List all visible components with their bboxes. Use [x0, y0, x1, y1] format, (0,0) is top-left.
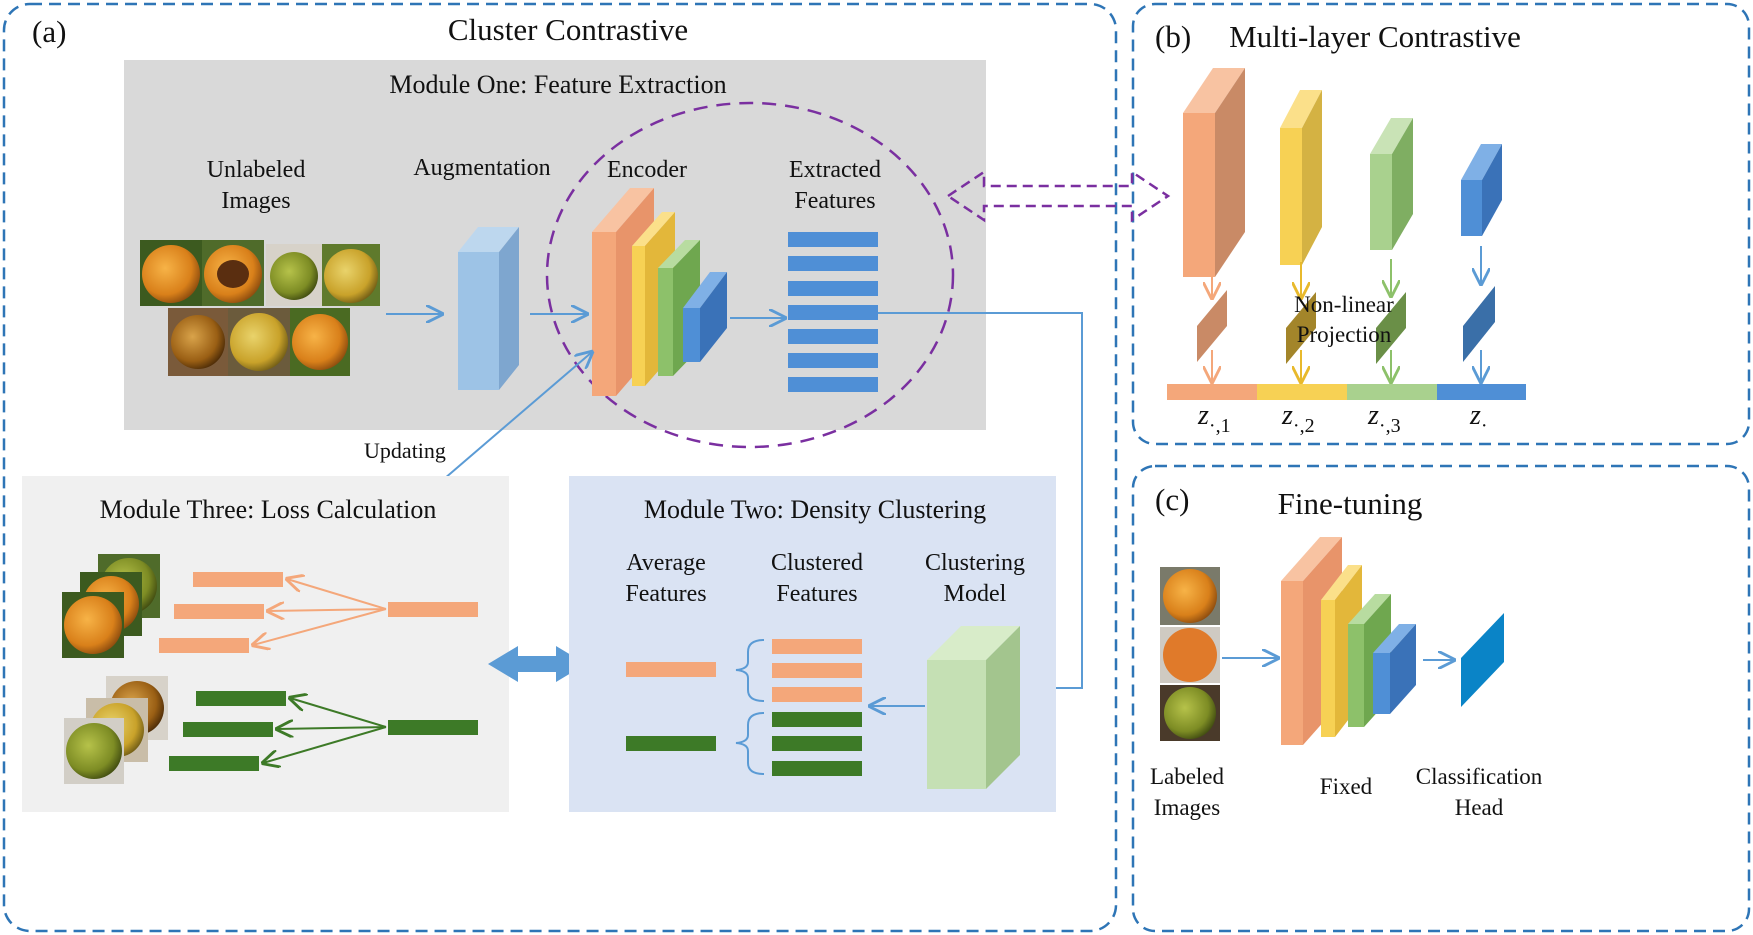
- layer-blue: [1461, 144, 1502, 236]
- z1-label: z·,1: [1197, 400, 1231, 437]
- panel-a-title: Cluster Contrastive: [448, 12, 688, 47]
- panel-a-frame: [2, 2, 1118, 933]
- panel-c-frame: [1131, 464, 1751, 933]
- module-one-title: Module One: Feature Extraction: [389, 70, 726, 99]
- encoder-block: [592, 188, 727, 396]
- average-features: [626, 662, 716, 751]
- panel-b-tag: (b): [1155, 19, 1191, 54]
- encoder-ellipse: [545, 101, 955, 449]
- classification-head-label-1: Classification: [1416, 764, 1543, 789]
- loss-green-group: [169, 691, 478, 771]
- module-two-title: Module Two: Density Clustering: [644, 495, 986, 524]
- loss-orange-group: [159, 572, 478, 653]
- z3-label: z·,3: [1367, 400, 1401, 437]
- z4-label: z·: [1469, 400, 1488, 437]
- fixed-label: Fixed: [1320, 774, 1373, 799]
- unlabeled-images-mosaic: [140, 240, 380, 376]
- panel-b-title: Multi-layer Contrastive: [1229, 19, 1521, 54]
- projection-label-2: Projection: [1297, 322, 1392, 347]
- fixed-encoder-block: [1281, 537, 1416, 745]
- augmentation-label: Augmentation: [413, 155, 550, 181]
- projection-heads: [1197, 286, 1495, 364]
- module-three-title: Module Three: Loss Calculation: [100, 495, 437, 524]
- layer-yellow: [1280, 90, 1322, 265]
- average-features-label-2: Features: [625, 581, 706, 607]
- extracted-features-label-1: Extracted: [789, 157, 881, 183]
- extracted-features-label-2: Features: [794, 188, 875, 214]
- encoder-label: Encoder: [607, 157, 687, 183]
- clustering-model-label-1: Clustering: [925, 550, 1025, 576]
- panel-c-tag: (c): [1155, 482, 1189, 517]
- layer-green: [1370, 118, 1413, 250]
- labeled-images-label-1: Labeled: [1150, 764, 1225, 789]
- labeled-images-label-2: Images: [1154, 795, 1220, 820]
- cross-panel-double-arrow: [945, 169, 1171, 223]
- labeled-images-column: [1160, 567, 1220, 741]
- clustered-features-label-1: Clustered: [771, 550, 863, 576]
- loss-images-top: [62, 554, 160, 658]
- z2-label: z·,2: [1281, 400, 1315, 437]
- classification-head-block: [1461, 613, 1504, 707]
- updating-label: Updating: [364, 438, 446, 463]
- panel-b-frame: [1131, 2, 1751, 446]
- classification-head-label-2: Head: [1455, 795, 1504, 820]
- loss-images-bottom: [64, 676, 168, 784]
- concatenated-embedding: [1167, 384, 1526, 400]
- arrow-updating: [436, 352, 592, 486]
- clustering-model-label-2: Model: [944, 581, 1007, 607]
- layer-orange: [1183, 68, 1245, 277]
- cluster-braces: [735, 639, 765, 775]
- panel-c-title: Fine-tuning: [1278, 486, 1423, 521]
- unlabeled-images-label-1: Unlabeled: [207, 157, 306, 183]
- panel-a-tag: (a): [32, 14, 66, 49]
- extracted-features-stack: [788, 232, 878, 392]
- average-features-label-1: Average: [626, 550, 706, 576]
- projection-label-1: Non-linear: [1294, 292, 1394, 317]
- clustered-features: [772, 639, 862, 776]
- augmentation-block: [458, 227, 519, 390]
- modules-double-arrow: [488, 646, 586, 682]
- clustering-model-block: [927, 626, 1020, 789]
- unlabeled-images-label-2: Images: [221, 188, 290, 214]
- clustered-features-label-2: Features: [776, 581, 857, 607]
